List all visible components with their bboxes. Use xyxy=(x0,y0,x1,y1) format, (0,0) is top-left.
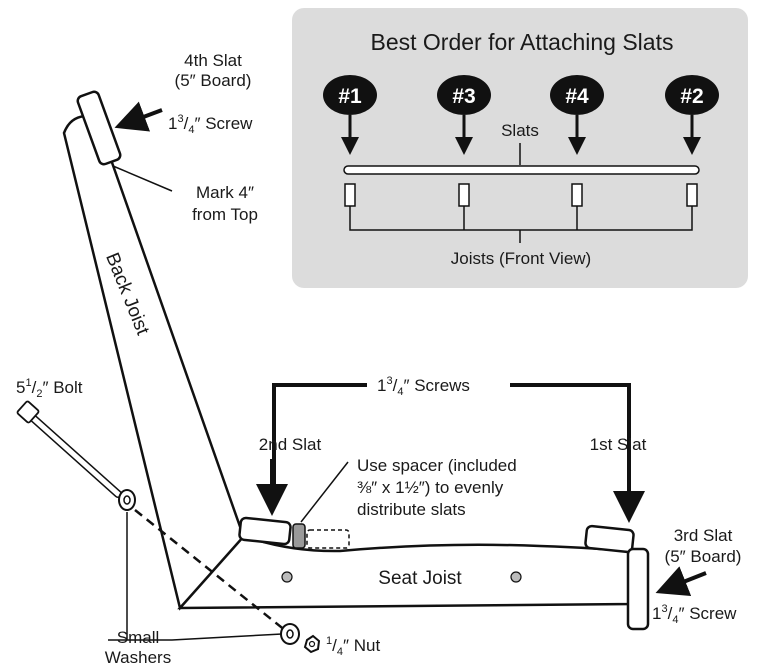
bolt-label: 51/2″ Bolt xyxy=(16,377,83,400)
spacer-note-line2: ⅜″ x 1½″) to evenly xyxy=(357,478,504,497)
fourth-slat-label: 4th Slat xyxy=(184,51,242,70)
order-badge-4: #4 xyxy=(550,75,604,155)
spacer-leader-line xyxy=(300,461,349,523)
spacer-outline xyxy=(306,529,350,549)
order-badge-3: #3 xyxy=(437,75,491,155)
third-slat xyxy=(626,547,650,631)
slats-label: Slats xyxy=(501,121,539,140)
inset-title: Best Order for Attaching Slats xyxy=(371,29,674,55)
nut xyxy=(303,634,321,654)
order-badge-1: #1 xyxy=(323,75,377,155)
second-slat xyxy=(238,516,292,546)
third-slat-arrow xyxy=(655,566,707,597)
third-slat-label: 3rd Slat xyxy=(674,526,733,545)
spacer-note-line3: distribute slats xyxy=(357,500,466,519)
bolt-hole-left xyxy=(281,571,293,583)
spacer-note-line1: Use spacer (included xyxy=(357,456,517,475)
mark-from-top-label: from Top xyxy=(192,205,258,224)
joists-label: Joists (Front View) xyxy=(451,249,591,268)
svg-text:#1: #1 xyxy=(338,85,362,108)
joist-front-view xyxy=(344,183,698,243)
svg-text:#3: #3 xyxy=(452,85,475,108)
bolt-hole-right xyxy=(510,571,522,583)
nut-label: 1/4″ Nut xyxy=(326,635,380,658)
spacer xyxy=(292,523,306,549)
fourth-slat-board-label: (5″ Board) xyxy=(175,71,252,90)
mark-label: Mark 4″ xyxy=(196,183,254,202)
first-slat xyxy=(584,524,635,554)
small-washers-label-line2: Washers xyxy=(105,648,171,665)
mark-leader-line xyxy=(112,165,173,192)
first-slat-label: 1st Slat xyxy=(590,435,647,454)
screws-bracket xyxy=(272,383,631,495)
second-slat-label: 2nd Slat xyxy=(259,435,322,454)
bolt xyxy=(16,400,122,498)
screws-label: 13/4″ Screws xyxy=(377,375,470,398)
seat-joist: Seat Joist xyxy=(177,534,634,610)
svg-text:#4: #4 xyxy=(565,85,589,108)
top-screw-arrow xyxy=(114,101,163,132)
seat-joist-label: Seat Joist xyxy=(378,568,462,589)
slat-order-inset: Best Order for Attaching Slats #1 #3 #4 … xyxy=(292,8,748,288)
fourth-slat xyxy=(76,90,122,166)
svg-text:#2: #2 xyxy=(680,85,703,108)
top-screw-label: 13/4″ Screw xyxy=(168,113,253,136)
bolt-path-dashed xyxy=(134,509,287,632)
order-badge-2: #2 xyxy=(665,75,719,155)
small-washers-label: Small xyxy=(117,628,160,647)
washers-callout-line xyxy=(108,512,283,641)
slats-bar xyxy=(343,165,700,175)
right-screw-label: 13/4″ Screw xyxy=(652,603,737,626)
third-slat-board-label: (5″ Board) xyxy=(665,547,742,566)
